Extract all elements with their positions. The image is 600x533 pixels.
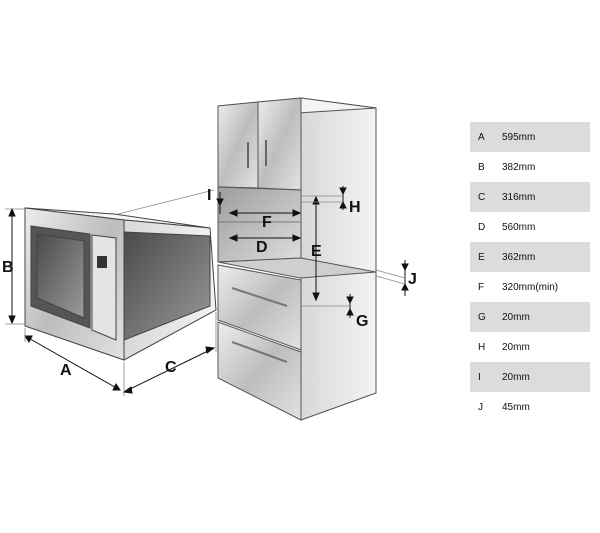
spec-row: A 595mm: [470, 122, 590, 152]
spec-row: I 20mm: [470, 362, 590, 392]
spec-row: B 382mm: [470, 152, 590, 182]
label-j: J: [408, 271, 417, 288]
spec-row: J 45mm: [470, 392, 590, 422]
spec-value: 362mm: [502, 251, 536, 263]
label-e: E: [311, 243, 322, 260]
spec-value: 316mm: [502, 191, 536, 203]
spec-value: 560mm: [502, 221, 536, 233]
spec-key: E: [478, 251, 485, 263]
cabinet-drawer-upper: [217, 264, 302, 351]
cabinet-upper-door-left: [217, 101, 259, 189]
label-d: D: [256, 239, 268, 256]
label-g: G: [356, 313, 368, 330]
dimension-spec-table: A 595mm B 382mm C 316mm D 560mm E 362mm F 320m…: [470, 122, 590, 422]
microwave-window: [36, 233, 85, 319]
spec-key: B: [478, 161, 485, 173]
spec-value: 20mm: [502, 341, 530, 353]
spec-key: G: [478, 311, 486, 323]
spec-key: C: [478, 191, 486, 203]
label-b: B: [2, 259, 14, 276]
label-f: F: [262, 214, 272, 231]
spec-key: H: [478, 341, 486, 353]
spec-key: A: [478, 131, 485, 143]
spec-row: F 320mm(min): [470, 272, 590, 302]
microwave-control-panel: [91, 234, 117, 341]
spec-key: F: [478, 281, 485, 293]
spec-row: H 20mm: [470, 332, 590, 362]
dimension-lines: [8, 186, 409, 394]
spec-value: 595mm: [502, 131, 536, 143]
spec-key: I: [478, 371, 481, 383]
spec-row: D 560mm: [470, 212, 590, 242]
microwave-with-trim: [24, 207, 217, 361]
spec-value: 320mm(min): [502, 281, 559, 293]
spec-row: C 316mm: [470, 182, 590, 212]
dimension-labels: A B C D E F G H I J: [2, 187, 417, 379]
spec-key: D: [478, 221, 486, 233]
label-a: A: [60, 362, 72, 379]
tall-cabinet: [217, 97, 377, 421]
spec-value: 45mm: [502, 401, 530, 413]
leader-lines: [5, 189, 406, 396]
spec-key: J: [478, 401, 483, 413]
cabinet-upper-door-right: [257, 97, 302, 191]
spec-row: E 362mm: [470, 242, 590, 272]
cabinet-drawer-lower: [217, 321, 302, 421]
spec-value: 382mm: [502, 161, 536, 173]
spec-value: 20mm: [502, 311, 530, 323]
label-h: H: [349, 199, 361, 216]
label-c: C: [165, 359, 177, 376]
spec-value: 20mm: [502, 371, 530, 383]
niche-shelf: [217, 257, 377, 279]
spec-row: G 20mm: [470, 302, 590, 332]
label-i: I: [207, 187, 211, 204]
